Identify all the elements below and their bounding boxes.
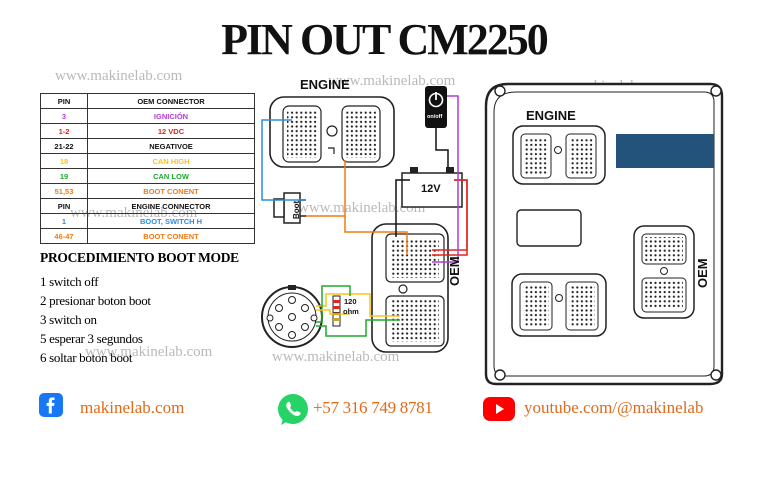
- resistor-value: 120: [344, 297, 357, 306]
- engine-connector-label: ENGINE: [300, 77, 350, 92]
- wire-ignition: [432, 95, 459, 263]
- procedure-step: 6 soltar boton boot: [40, 350, 133, 365]
- watermark-text: www.makinelab.com: [272, 349, 400, 365]
- wire-can-low: [316, 319, 400, 337]
- watermark-text: www.makinelab.com: [85, 344, 213, 360]
- youtube-icon[interactable]: [483, 397, 515, 421]
- wire-can-high-b: [316, 309, 350, 315]
- wire-can-high: [316, 293, 400, 317]
- ecm-module: [484, 82, 724, 386]
- ecm-oem-label: OEM: [695, 258, 710, 288]
- wire-ignition-switch: [435, 128, 449, 168]
- push-button-icon: [273, 192, 306, 224]
- boot-procedure: PROCEDIMIENTO BOOT MODE 1 switch off 2 p…: [40, 250, 270, 367]
- oem-connector-label: OEM: [447, 256, 462, 286]
- facebook-link[interactable]: makinelab.com: [80, 398, 185, 417]
- power-switch: [425, 86, 447, 128]
- engine-connector: [269, 96, 395, 168]
- switch-label: on/off: [427, 114, 443, 120]
- oem-connector: [371, 223, 449, 353]
- boot-button-label: Boot: [292, 200, 301, 219]
- wiring-harness: [261, 95, 468, 337]
- procedure-step: 2 presionar boton boot: [40, 293, 151, 308]
- procedure-step: 3 switch on: [40, 312, 97, 327]
- ecm-engine-label: ENGINE: [526, 108, 576, 123]
- wire-boot-oem: [344, 216, 408, 255]
- wire-boot-engine: [306, 160, 346, 217]
- wire-ground: [395, 179, 410, 237]
- ecm-display: [616, 134, 714, 168]
- watermark-text: www.makinelab.com: [328, 73, 456, 89]
- watermark-text: www.makinelab.com: [298, 200, 426, 216]
- diagnostic-connector: [261, 285, 323, 348]
- wire-power-oem: [432, 179, 468, 256]
- pin-number: 46-47: [40, 228, 88, 244]
- wire-boot-switch: [261, 119, 306, 201]
- procedure-heading: PROCEDIMIENTO BOOT MODE: [40, 250, 239, 265]
- procedure-step: 1 switch off: [40, 274, 99, 289]
- facebook-icon[interactable]: [39, 393, 63, 417]
- resistor-icon: [332, 295, 341, 327]
- watermark-text: www.makinelab.com: [55, 68, 183, 84]
- whatsapp-icon[interactable]: [276, 393, 310, 427]
- ecm-label-window: [516, 209, 582, 247]
- procedure-step: 5 esperar 3 segundos: [40, 331, 143, 346]
- battery-icon: [401, 167, 463, 208]
- wire-can-low-b: [316, 285, 351, 323]
- whatsapp-number[interactable]: +57 316 749 8781: [313, 398, 433, 417]
- pin-function: BOOT CONENT: [87, 228, 255, 244]
- youtube-link[interactable]: youtube.com/@makinelab: [524, 398, 704, 417]
- resistor-unit: ohm: [343, 307, 359, 316]
- battery-label: 12V: [421, 183, 441, 195]
- page-title: PIN OUT CM2250: [221, 15, 549, 64]
